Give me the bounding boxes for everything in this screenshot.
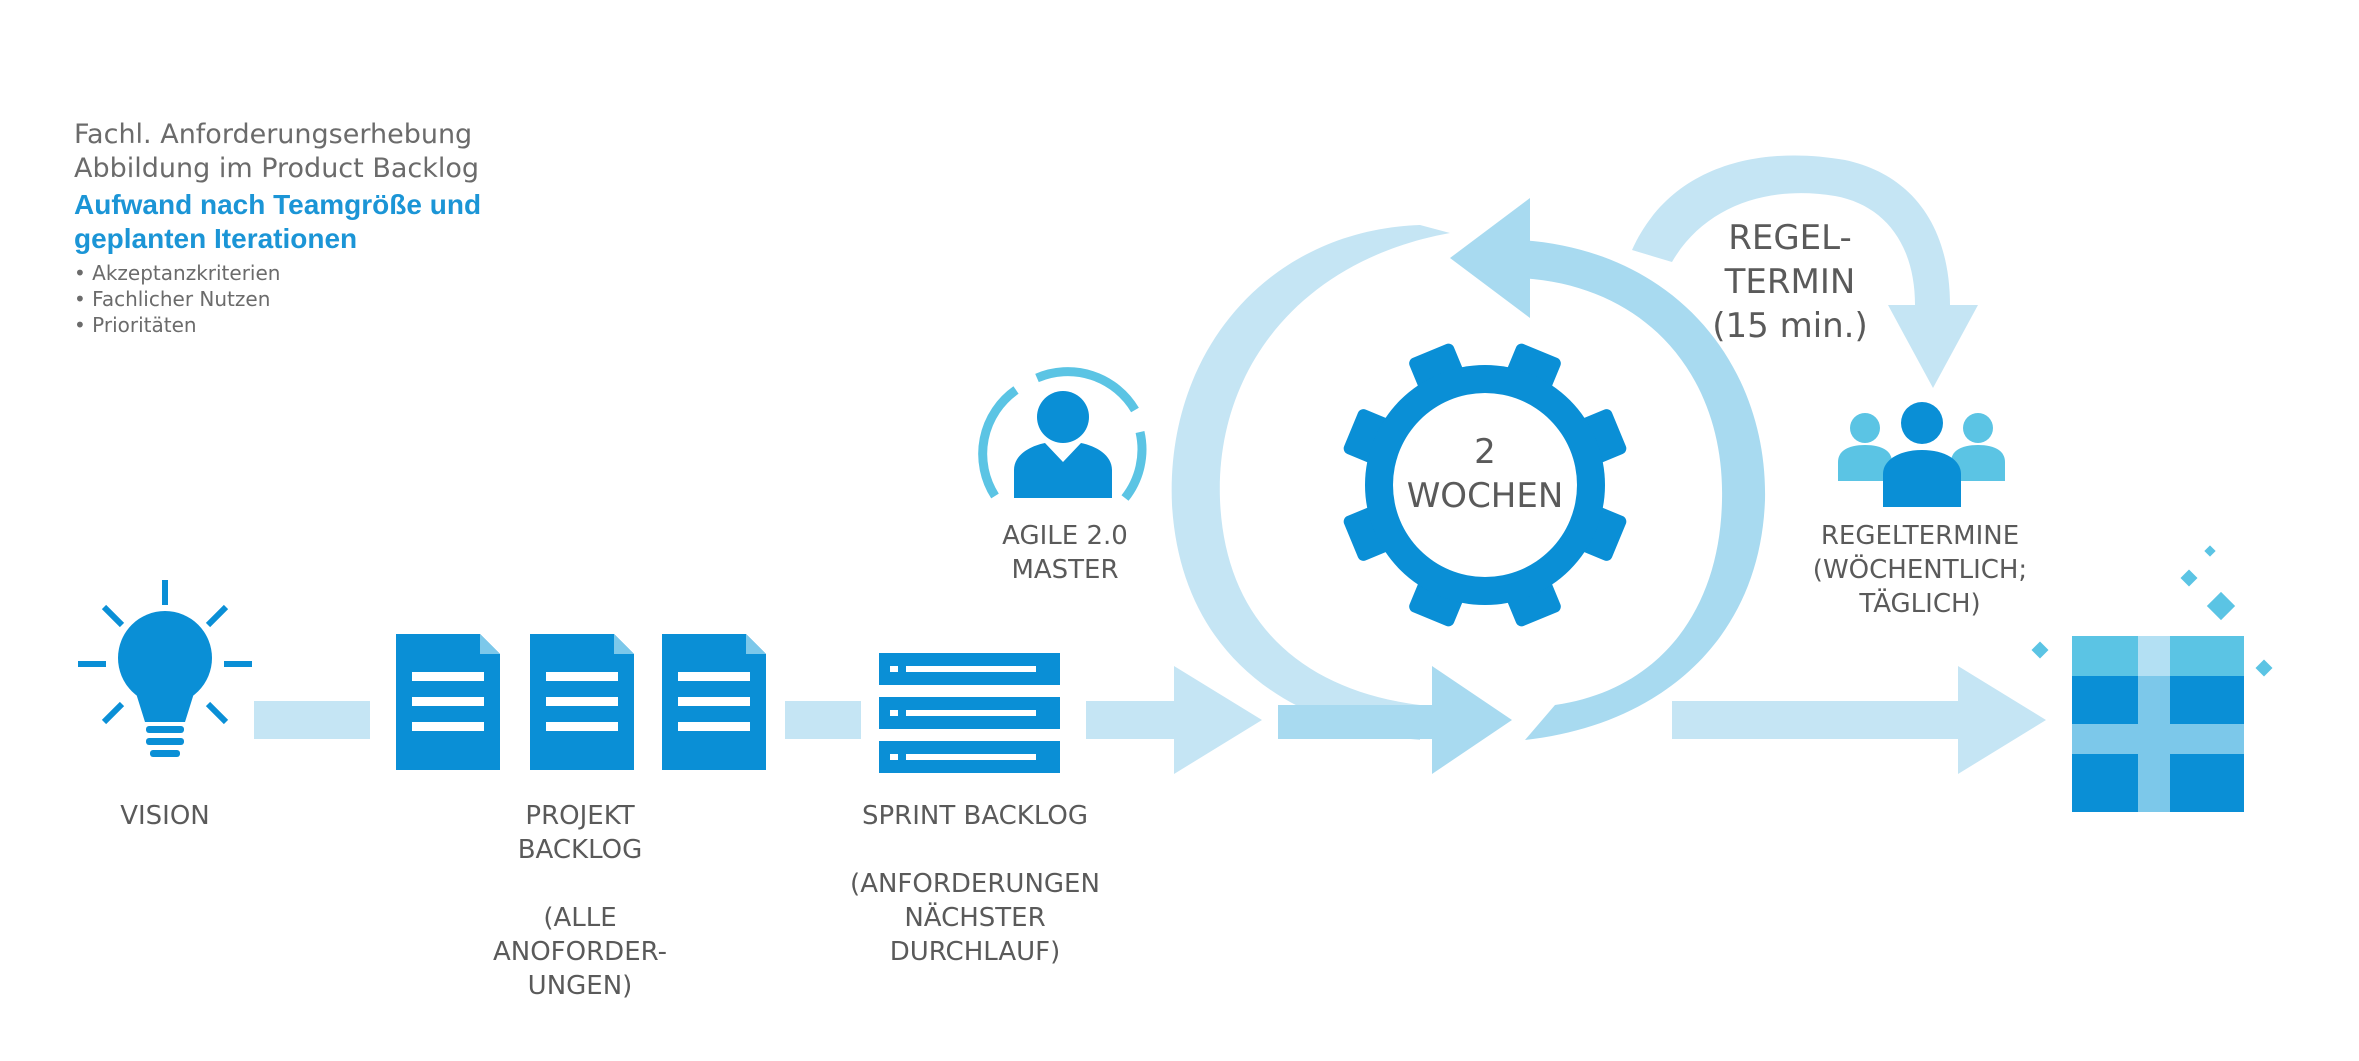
vision-label: VISION	[120, 801, 210, 831]
regeltermin-loop-head	[1888, 305, 1978, 388]
bullet-item: Prioritäten	[74, 312, 594, 338]
cycle-arrow-right-head	[1450, 198, 1530, 318]
cycle-arrow-right	[1520, 240, 1766, 740]
bullet-item: Akzeptanzkriterien	[74, 260, 594, 286]
header-line-1: Fachl. Anforderungserhebung	[74, 119, 473, 150]
header-highlight-2: geplanten Iterationen	[74, 223, 358, 254]
regeltermin-loop-arrow	[1632, 155, 1950, 305]
cycle-arrow-left-head	[1278, 666, 1512, 774]
person-icon	[978, 367, 1147, 501]
connector-bar-1	[254, 701, 370, 739]
cycle-arrow-left	[1171, 225, 1450, 740]
connector-bar-2	[785, 701, 861, 739]
list-icon	[879, 653, 1060, 773]
sparkle-icons	[2031, 545, 2273, 677]
requirements-header: Fachl. Anforderungserhebung Abbildung im…	[74, 118, 594, 338]
gear-icon	[1343, 343, 1627, 627]
agile-master-label: AGILE 2.0 MASTER	[1002, 521, 1128, 585]
document-icon	[662, 634, 766, 770]
document-icon	[396, 634, 500, 770]
header-bullet-list: Akzeptanzkriterien Fachlicher Nutzen Pri…	[74, 260, 594, 338]
sprint-backlog-label: SPRINT BACKLOG (ANFORDERUNGEN NÄCHSTER D…	[850, 801, 1100, 967]
arrow-to-release	[1672, 666, 2046, 774]
document-icon	[530, 634, 634, 770]
header-line-2: Abbildung im Product Backlog	[74, 153, 480, 184]
team-icon	[1838, 402, 2005, 507]
regeltermine-label: REGELTERMINE (WÖCHENTLICH; TÄGLICH)	[1812, 521, 2028, 619]
lightbulb-icon	[78, 580, 252, 757]
projekt-backlog-label: PROJEKT BACKLOG (ALLE ANOFORDER- UNGEN)	[492, 801, 668, 1001]
regeltermin-label: REGEL- TERMIN (15 min.)	[1712, 218, 1868, 346]
header-highlight-1: Aufwand nach Teamgröße und	[74, 189, 482, 220]
bullet-item: Fachlicher Nutzen	[74, 286, 594, 312]
arrow-to-sprint	[1086, 666, 1262, 774]
gift-icon	[2072, 636, 2244, 812]
gear-duration-label: 2 WOCHEN	[1406, 432, 1564, 516]
